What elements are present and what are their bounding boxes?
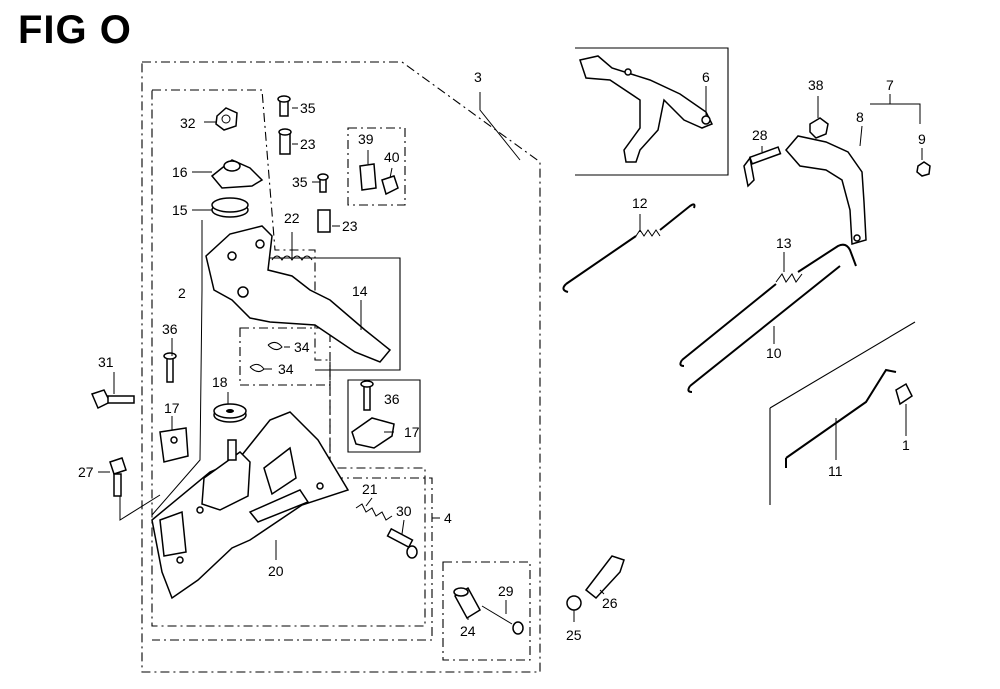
bolt-39 [359, 163, 377, 191]
nut-32 [215, 107, 238, 131]
callout-17-right: 17 [404, 424, 420, 440]
callout-3: 3 [474, 69, 482, 85]
arm-box [575, 47, 729, 176]
callout-18: 18 [212, 374, 228, 390]
callout-35-upper: 35 [300, 100, 316, 116]
callout-36-right: 36 [384, 391, 400, 407]
leader-lines [98, 86, 923, 622]
bolt-30 [386, 527, 418, 559]
callout-23-upper: 23 [300, 136, 316, 152]
callout-9: 9 [918, 131, 926, 147]
bolt-31 [90, 389, 135, 410]
callout-1: 1 [902, 437, 910, 453]
callout-27: 27 [78, 464, 94, 480]
stay-box [347, 379, 421, 453]
bolt-box [347, 127, 406, 206]
stay-17-left [159, 427, 189, 463]
throttle-rod-10 [679, 243, 857, 393]
group-4-boundary [152, 368, 433, 641]
callout-30: 30 [396, 503, 412, 519]
callout-22: 22 [284, 210, 300, 226]
fitting-23-lower [317, 209, 331, 233]
bolt-36-left [163, 352, 177, 383]
callout-32: 32 [180, 115, 196, 131]
pin-box [442, 561, 531, 661]
knob-26 [584, 555, 625, 600]
callout-34-b: 34 [278, 361, 294, 377]
bolt-28 [743, 146, 782, 188]
clip-34-a [267, 341, 283, 351]
governor-arm-6 [579, 55, 714, 163]
callout-28: 28 [752, 127, 768, 143]
fitting-23-upper [278, 128, 292, 155]
clip-34-b [249, 363, 265, 373]
callout-38: 38 [808, 77, 824, 93]
callout-labels: 3 2 4 32 35 23 16 35 15 22 23 39 40 14 3… [78, 69, 926, 643]
lever-box [268, 257, 401, 371]
control-lever-14 [205, 225, 392, 363]
nut-25 [566, 595, 582, 611]
callout-39: 39 [358, 131, 374, 147]
callout-6: 6 [702, 69, 710, 85]
nut-38 [809, 117, 829, 139]
callout-31: 31 [98, 354, 114, 370]
callout-16: 16 [172, 164, 188, 180]
base-plate-20 [151, 411, 350, 600]
choke-rod-11 [785, 368, 913, 468]
callout-7: 7 [886, 77, 894, 93]
callout-34-a: 34 [294, 339, 310, 355]
callout-29: 29 [498, 583, 514, 599]
bolt-29 [481, 605, 524, 635]
spring-21 [355, 503, 393, 521]
callout-40: 40 [384, 149, 400, 165]
bolt-36-right [360, 380, 374, 411]
mount-16 [210, 159, 264, 189]
nut-40 [381, 175, 399, 196]
washer-18 [213, 403, 247, 423]
callout-26: 26 [602, 595, 618, 611]
collar-24 [453, 586, 481, 620]
bolt-35-lower [317, 173, 329, 193]
washer-15 [211, 197, 249, 218]
callout-36-left: 36 [162, 321, 178, 337]
callout-24: 24 [460, 623, 476, 639]
spring-rod-12 [562, 203, 696, 293]
bolt-35-upper [277, 95, 291, 117]
spring-22 [271, 255, 313, 261]
callout-17-left: 17 [164, 400, 180, 416]
callout-2: 2 [178, 285, 186, 301]
nut-9 [916, 161, 931, 177]
callout-20: 20 [268, 563, 284, 579]
bolt-27 [109, 457, 127, 497]
callout-12: 12 [632, 195, 648, 211]
clip-box [239, 327, 331, 386]
group-2-boundary [151, 89, 426, 627]
stay-17-right [351, 417, 395, 449]
callout-14: 14 [352, 283, 368, 299]
figure-title: FIG O [18, 8, 132, 52]
spring-13 [775, 273, 803, 283]
callout-13: 13 [776, 235, 792, 251]
callout-4: 4 [444, 510, 452, 526]
callout-11: 11 [828, 463, 843, 479]
group-3-boundary [141, 61, 541, 673]
callout-35-lower: 35 [292, 174, 308, 190]
callout-23-lower: 23 [342, 218, 358, 234]
assembly-boundaries [141, 47, 916, 673]
callout-10: 10 [766, 345, 782, 361]
callout-25: 25 [566, 627, 582, 643]
rod-11-box-top [769, 321, 916, 409]
callout-21: 21 [362, 481, 378, 497]
lever-8 [785, 135, 867, 245]
callout-8: 8 [856, 109, 864, 125]
callout-15: 15 [172, 202, 188, 218]
